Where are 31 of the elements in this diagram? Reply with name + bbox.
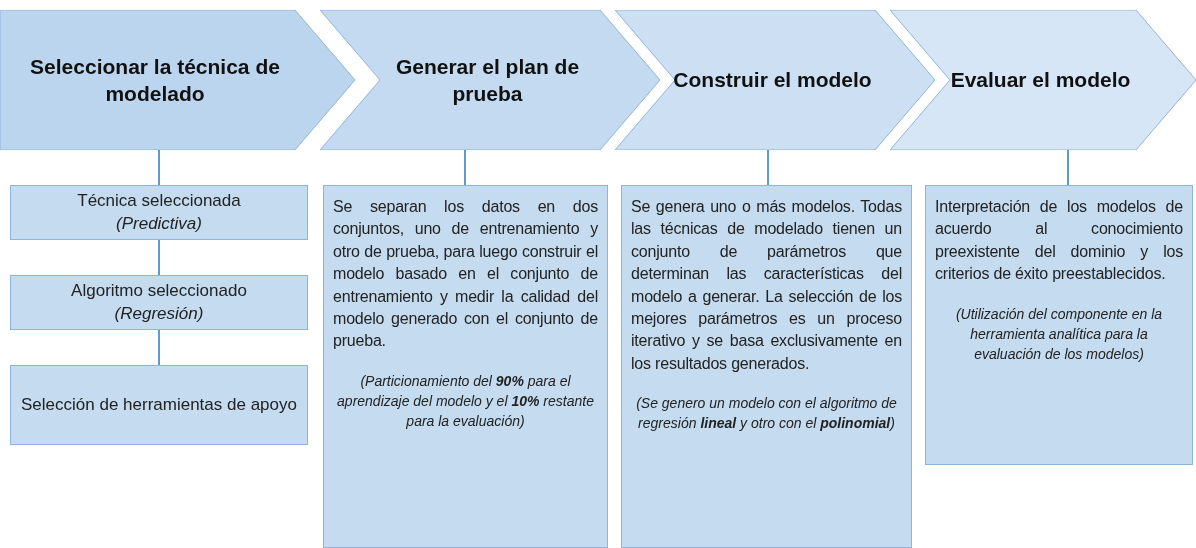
chevron-step bbox=[320, 10, 660, 150]
result-box bbox=[10, 185, 308, 240]
description-box bbox=[621, 185, 912, 548]
connector-line bbox=[158, 149, 160, 186]
step-title: Evaluar el modelo bbox=[950, 67, 1131, 94]
note-text: (Particionamiento del 90% para el aprendizaje del modelo y el 10% restante para la evaluación) bbox=[336, 371, 595, 432]
note-text: (Se genero un modelo con el algoritmo de regresión lineal y otro con el polinomial) bbox=[635, 394, 898, 434]
step-title: Seleccionar la técnica de modelado bbox=[29, 53, 281, 107]
chevron-step bbox=[615, 10, 935, 150]
description-text: Se genera uno o más modelos. Todas las técnicas de modelado tienen un conjunto de parámetros que determinan las características del modelo a generar. La selección de los mejores parámetros es un proceso iterativo y se basa exclusivamente en los resultados generados. bbox=[631, 197, 902, 374]
connector-line bbox=[1067, 149, 1069, 186]
description-text: Se separan los datos en dos conjuntos, uno de entrenamiento y otro de prueba, para luego construir el modelo basado en el conjunto de entrenamiento y medir la calidad del modelo generado con el conjunto de prueba. bbox=[333, 197, 598, 352]
result-label: Algoritmo seleccionado bbox=[70, 279, 248, 302]
chevron-step bbox=[0, 10, 355, 150]
description-text: Interpretación de los modelos de acuerdo al conocimiento preexistente del dominio y los criterios de éxito preestablecidos. bbox=[935, 197, 1183, 285]
connector-line bbox=[464, 149, 466, 186]
description-box bbox=[925, 185, 1193, 465]
result-value: (Regresión) bbox=[113, 302, 205, 325]
step-title: Generar el plan de prueba bbox=[394, 53, 581, 107]
step-title: Construir el modelo bbox=[673, 67, 872, 94]
note-text: (Utilización del componente en la herramienta analítica para la evaluación de los modelos) bbox=[954, 304, 1164, 365]
result-box bbox=[10, 365, 308, 445]
result-box bbox=[10, 275, 308, 330]
chevron-step bbox=[890, 10, 1196, 150]
description-box bbox=[323, 185, 608, 548]
result-label: Selección de herramientas de apoyo bbox=[20, 393, 298, 416]
result-value: (Predictiva) bbox=[115, 212, 203, 235]
connector-line bbox=[158, 329, 160, 366]
connector-line bbox=[767, 149, 769, 186]
result-label: Técnica seleccionada bbox=[76, 189, 242, 212]
connector-line bbox=[158, 239, 160, 276]
